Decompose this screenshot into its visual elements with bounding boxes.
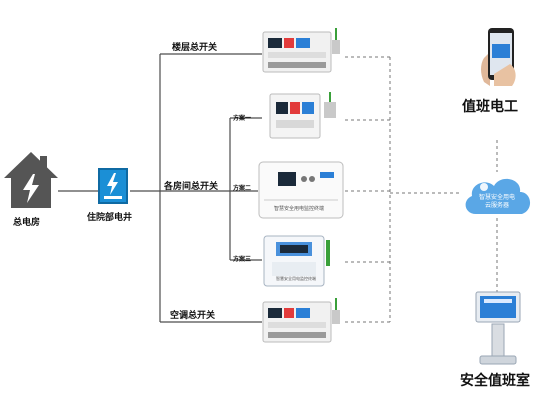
electrical-shaft-sign bbox=[98, 168, 128, 204]
lightning-icon bbox=[104, 173, 122, 199]
main-power-room-icon bbox=[2, 150, 60, 212]
plan2-label: 方案二 bbox=[233, 185, 252, 192]
plan3-caption: 智慧安全用电监控终端 bbox=[276, 276, 316, 281]
shaft-label: 住院部电井 bbox=[87, 213, 133, 223]
plan3-label: 方案三 bbox=[233, 256, 252, 263]
ac-switch-device bbox=[262, 298, 342, 346]
main-room-label: 总电房 bbox=[13, 218, 41, 228]
cloud-line1: 智慧安全用电 bbox=[478, 194, 515, 201]
phone-hand-icon bbox=[470, 24, 528, 92]
floor-switch-device bbox=[262, 28, 342, 76]
plan2-device: 智慧安全用电监控终端 bbox=[258, 160, 344, 222]
ac-switch-label: 空调总开关 bbox=[170, 311, 216, 321]
plan3-device: 智慧安全用电监控终端 bbox=[262, 232, 342, 290]
security-room-label: 安全值班室 bbox=[460, 373, 530, 389]
cloud-server-icon: 智慧安全用电 云服务器 bbox=[460, 170, 534, 220]
electrician-label: 值班电工 bbox=[462, 99, 518, 115]
kiosk-terminal-icon bbox=[470, 290, 526, 370]
plan1-label: 方案一 bbox=[233, 115, 252, 122]
cloud-line2: 云服务器 bbox=[484, 202, 509, 209]
plan1-device bbox=[262, 92, 342, 140]
floor-switch-label: 楼层总开关 bbox=[172, 43, 218, 53]
room-switch-label: 各房间总开关 bbox=[164, 182, 219, 192]
plan2-caption: 智慧安全用电监控终端 bbox=[274, 206, 325, 212]
